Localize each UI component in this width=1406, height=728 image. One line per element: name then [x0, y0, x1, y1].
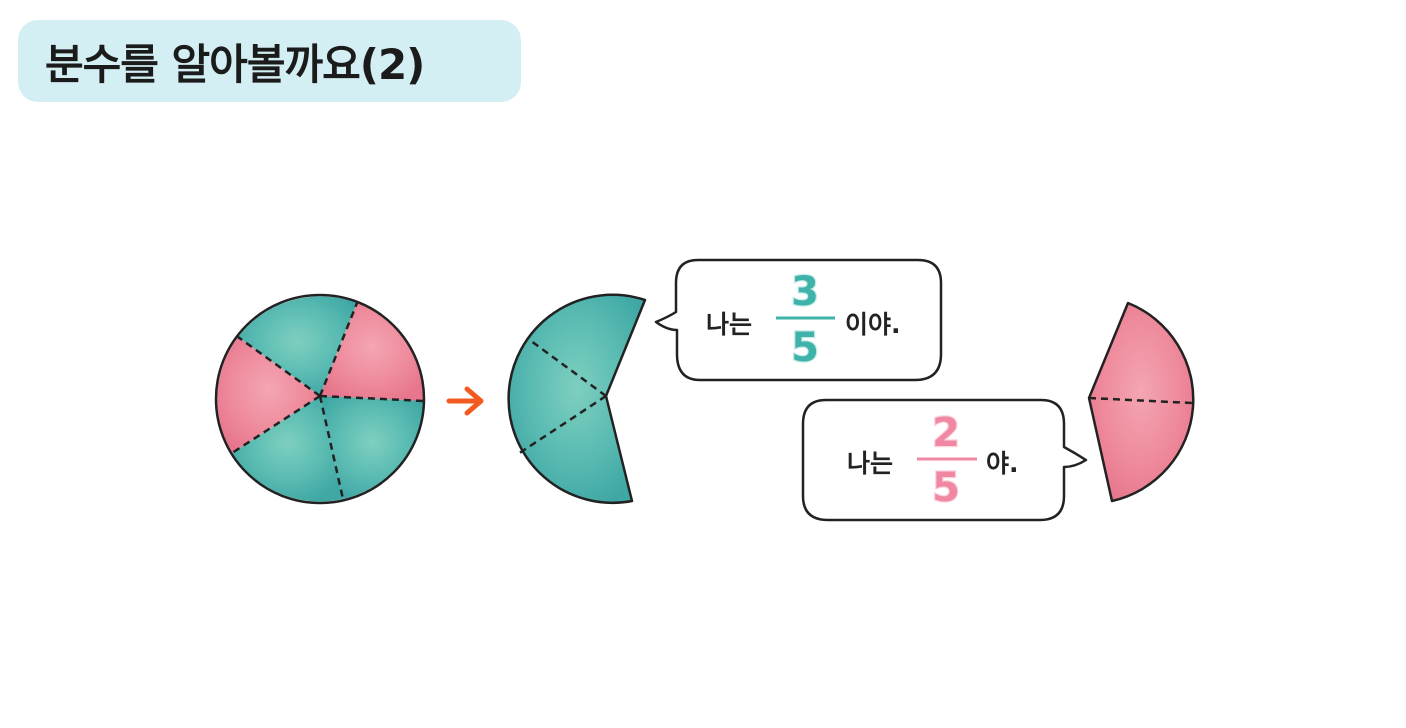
bubble-teal-denominator: 5	[791, 325, 819, 371]
page-title: 분수를 알아볼까요(2)	[45, 39, 425, 89]
arrow-right-icon	[446, 386, 484, 416]
circle-piece-pink-left	[217, 337, 320, 453]
bubble-teal-prefix: 나는	[706, 310, 752, 339]
circle-outline	[214, 293, 426, 505]
circle-piece-teal-top	[238, 296, 357, 396]
pink-two-fifths-shape	[1087, 301, 1195, 503]
speech-bubble-three-fifths: 나는 3 5 이야.	[654, 258, 943, 382]
bubble-pink-denominator: 5	[932, 465, 960, 511]
bubble-teal-suffix: 이야.	[845, 310, 901, 339]
teal-three-fifths-shape	[507, 293, 647, 505]
circle-piece-pink-right	[320, 303, 425, 401]
circle-dashed-dividers	[231, 302, 425, 500]
whole-circle	[214, 293, 426, 505]
title-badge: 분수를 알아볼까요(2)	[18, 20, 521, 102]
bubble-pink-prefix: 나는	[847, 449, 893, 478]
bubble-pink-suffix: 야.	[986, 449, 1019, 478]
circle-piece-teal-bottom-right	[320, 396, 424, 499]
bubble-pink-numerator: 2	[932, 410, 960, 456]
bubble-teal-numerator: 3	[791, 269, 819, 315]
speech-bubble-two-fifths: 나는 2 5 야.	[801, 398, 1088, 522]
circle-piece-teal-bottom-left	[232, 396, 343, 502]
